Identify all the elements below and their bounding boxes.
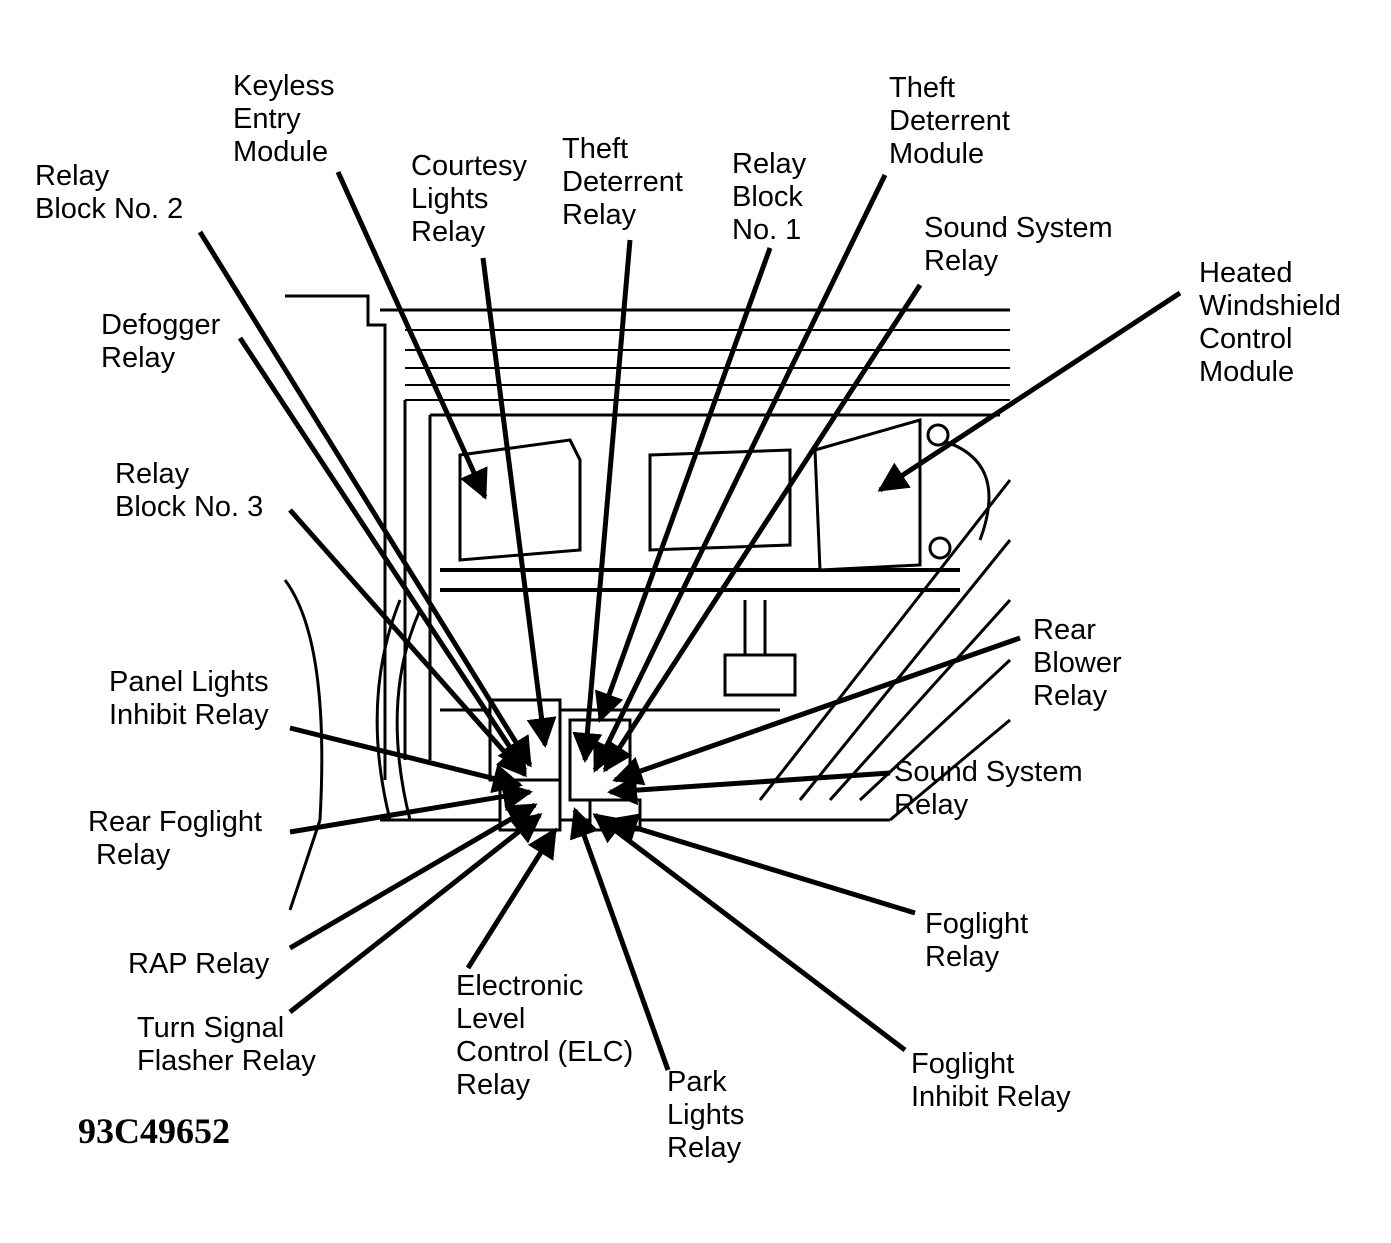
leader-relay-block-2	[197, 230, 533, 768]
leader-relay-block-3	[288, 508, 527, 778]
heated-windshield-module-box	[813, 418, 952, 572]
leader-theft-module	[592, 173, 888, 773]
label-foglight-relay: Foglight Relay	[925, 908, 1029, 973]
leader-sound-bottom	[607, 770, 891, 806]
leader-sound-top	[602, 283, 923, 773]
label-relay-block-3: Relay Block No. 3	[115, 458, 264, 523]
label-defogger-relay: Defogger Relay	[101, 309, 221, 374]
leader-park-lights	[569, 807, 671, 1071]
label-sound-system-relay-top: Sound System Relay	[924, 212, 1113, 277]
leader-panel-lights	[289, 725, 523, 794]
leader-elc	[465, 827, 558, 970]
leader-courtesy	[480, 257, 557, 748]
leader-foglight-inhibit	[592, 813, 907, 1052]
leader-theft-relay	[572, 239, 633, 763]
label-park-lights-relay: Park Lights Relay	[667, 1066, 745, 1164]
leader-rear-foglight	[289, 781, 533, 835]
label-sound-system-relay-bottom: Sound System Relay	[894, 756, 1083, 821]
connector-plug	[723, 600, 797, 697]
label-relay-block-2: Relay Block No. 2	[35, 160, 184, 225]
label-rear-blower-relay: Rear Blower Relay	[1033, 614, 1122, 712]
label-elc-relay: Electronic Level Control (ELC) Relay	[456, 970, 634, 1101]
label-courtesy-lights-relay: Courtesy Lights Relay	[411, 150, 528, 248]
leader-lines	[197, 170, 1182, 1071]
label-relay-block-1: Relay Block No. 1	[732, 148, 807, 246]
keyless-entry-module-box	[458, 438, 582, 562]
leader-rap	[288, 802, 538, 951]
leader-turn-signal	[288, 813, 543, 1014]
leader-relay-block-1	[595, 247, 773, 723]
leader-defogger	[237, 336, 528, 773]
label-heated-windshield-control-module: Heated Windshield Control Module	[1199, 257, 1341, 388]
figure-id: 93C49652	[78, 1111, 230, 1151]
leader-heated	[877, 290, 1182, 493]
label-theft-deterrent-module: Theft Deterrent Module	[889, 72, 1010, 170]
leader-keyless	[335, 170, 488, 500]
label-turn-signal-flasher-relay: Turn Signal Flasher Relay	[137, 1012, 316, 1077]
label-keyless-entry-module: Keyless Entry Module	[233, 70, 335, 168]
relay-block-1-box	[648, 448, 792, 552]
label-panel-lights-inhibit-relay: Panel Lights Inhibit Relay	[109, 666, 269, 731]
label-rap-relay: RAP Relay	[128, 948, 270, 980]
leader-foglight	[607, 813, 916, 916]
label-theft-deterrent-relay: Theft Deterrent Relay	[562, 133, 683, 231]
label-rear-foglight-relay: Rear Foglight Relay	[88, 806, 263, 871]
leader-rear-blower	[612, 635, 1021, 786]
label-foglight-inhibit-relay: Foglight Inhibit Relay	[911, 1048, 1071, 1113]
